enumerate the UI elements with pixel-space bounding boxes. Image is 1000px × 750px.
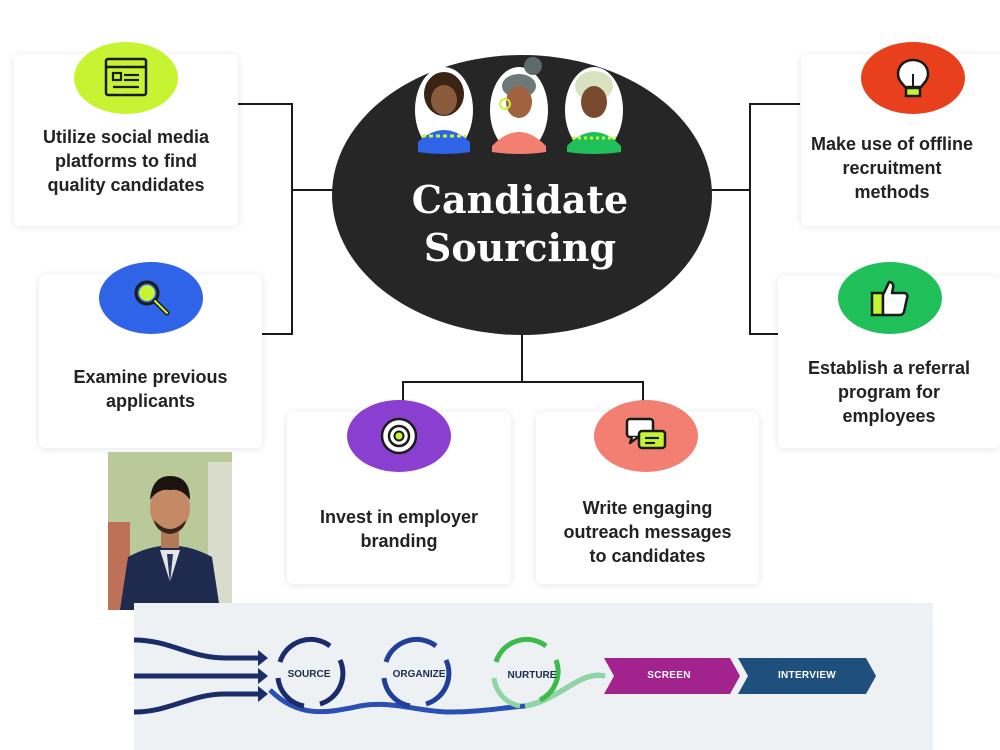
social-media-pill xyxy=(74,42,178,114)
employer-branding-pill xyxy=(347,400,451,472)
flow-step-nurture: NURTURE xyxy=(507,670,557,681)
screen-chevron xyxy=(604,658,740,694)
previous-applicants-pill xyxy=(99,262,203,334)
flow-step-source: SOURCE xyxy=(287,669,331,680)
avatar-left xyxy=(415,67,473,154)
hub-title: Candidate Sourcing xyxy=(411,177,629,270)
flow-stage-interview: INTERVIEW xyxy=(777,670,837,681)
referral-program-text: Establish a referral program for employe… xyxy=(807,358,971,426)
lightbulb-icon xyxy=(896,58,930,98)
flow-stage-screen: SCREEN xyxy=(647,670,691,681)
outreach-messages-text: Write engaging outreach messages to cand… xyxy=(563,498,732,566)
interview-chevron xyxy=(738,658,876,694)
card-offline-recruitment: Make use of offline recruitment methods xyxy=(801,42,1000,226)
card-social-media: Utilize social media platforms to find q… xyxy=(14,42,238,226)
card-employer-branding: Invest in employer branding xyxy=(287,400,511,584)
offline-recruitment-pill xyxy=(861,42,965,114)
organize-cycle xyxy=(381,636,452,709)
person-photo xyxy=(108,452,232,610)
avatar-right xyxy=(565,67,623,154)
magnifier-icon xyxy=(134,280,170,316)
card-outreach-messages: Write engaging outreach messages to cand… xyxy=(536,400,759,584)
thumbs-up-icon xyxy=(870,280,909,317)
employer-branding-text: Invest in employer branding xyxy=(319,507,479,551)
source-cycle xyxy=(275,636,346,709)
card-previous-applicants: Examine previous applicants xyxy=(39,262,262,448)
card-referral-program: Establish a referral program for employe… xyxy=(778,262,1000,448)
avatar-middle xyxy=(490,57,548,154)
social-media-text: Utilize social media platforms to find q… xyxy=(42,127,210,195)
chat-bubbles-icon xyxy=(625,417,667,450)
target-icon xyxy=(380,417,418,455)
referral-program-pill xyxy=(838,262,942,334)
flow-step-organize: ORGANIZE xyxy=(392,669,446,680)
browser-window-icon xyxy=(104,57,148,97)
outreach-messages-pill xyxy=(594,400,698,472)
offline-recruitment-text: Make use of offline recruitment methods xyxy=(810,134,974,202)
nurture-cycle xyxy=(491,636,561,709)
person-silhouette xyxy=(108,452,232,610)
previous-applicants-text: Examine previous applicants xyxy=(73,367,228,411)
